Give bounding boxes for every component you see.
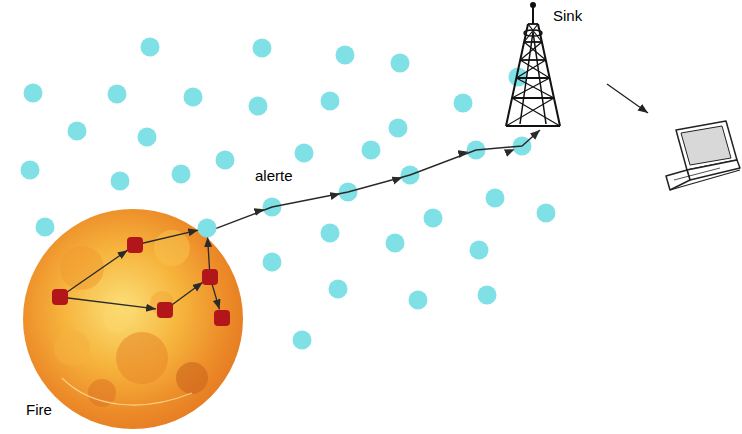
sensor-dot bbox=[216, 151, 235, 170]
sensor-dot bbox=[21, 161, 40, 180]
sensor-dot bbox=[172, 165, 191, 184]
sensor-dot bbox=[486, 189, 505, 208]
sensor-dot bbox=[454, 94, 473, 113]
fire-zone: Fire bbox=[22, 208, 244, 430]
sensor-dot bbox=[293, 331, 312, 350]
sensor-dot bbox=[36, 218, 55, 237]
sensor-dot bbox=[470, 241, 489, 260]
sensor-dot bbox=[108, 85, 127, 104]
sensor-dot bbox=[537, 204, 556, 223]
sensor-dot bbox=[138, 128, 157, 147]
sensor-dot bbox=[478, 286, 497, 305]
laptop-icon bbox=[666, 121, 740, 190]
uplink-arrow bbox=[607, 84, 648, 113]
sensor-dot bbox=[391, 54, 410, 73]
sensor-dot bbox=[424, 209, 443, 228]
sensor-dot bbox=[68, 122, 87, 141]
sensor-dot bbox=[253, 39, 272, 58]
fire-illustration bbox=[22, 208, 244, 430]
alert-route bbox=[202, 130, 540, 234]
tower-lattice bbox=[506, 3, 560, 126]
fire-streak bbox=[62, 378, 192, 405]
sensor-dot bbox=[321, 224, 340, 243]
sensor-dot bbox=[184, 88, 203, 107]
sensor-dot bbox=[409, 291, 428, 310]
fire-area bbox=[23, 209, 243, 429]
sensor-nodes bbox=[21, 38, 556, 350]
sensor-dot bbox=[263, 253, 282, 272]
sensor-dot bbox=[111, 172, 130, 191]
sensor-dot bbox=[141, 38, 160, 57]
sink-tower: Sink bbox=[498, 2, 590, 130]
sensor-dot bbox=[329, 280, 348, 299]
node-label: Sink bbox=[553, 8, 582, 25]
sensor-dot bbox=[24, 84, 43, 103]
relay-dot bbox=[198, 219, 217, 238]
sensor-dot bbox=[249, 97, 268, 116]
sensor-dot bbox=[321, 92, 340, 111]
edge-label: alerte bbox=[254, 168, 294, 185]
sensor-dot bbox=[295, 144, 314, 163]
burning-sensors bbox=[52, 237, 230, 326]
sensor-dot bbox=[336, 46, 355, 65]
sensor-dot bbox=[362, 141, 381, 160]
fire-texture bbox=[54, 230, 208, 407]
sensor-dot bbox=[389, 119, 408, 138]
node-label: Fire bbox=[26, 402, 52, 419]
sensor-dot bbox=[386, 234, 405, 253]
hop-arrows bbox=[60, 230, 219, 310]
